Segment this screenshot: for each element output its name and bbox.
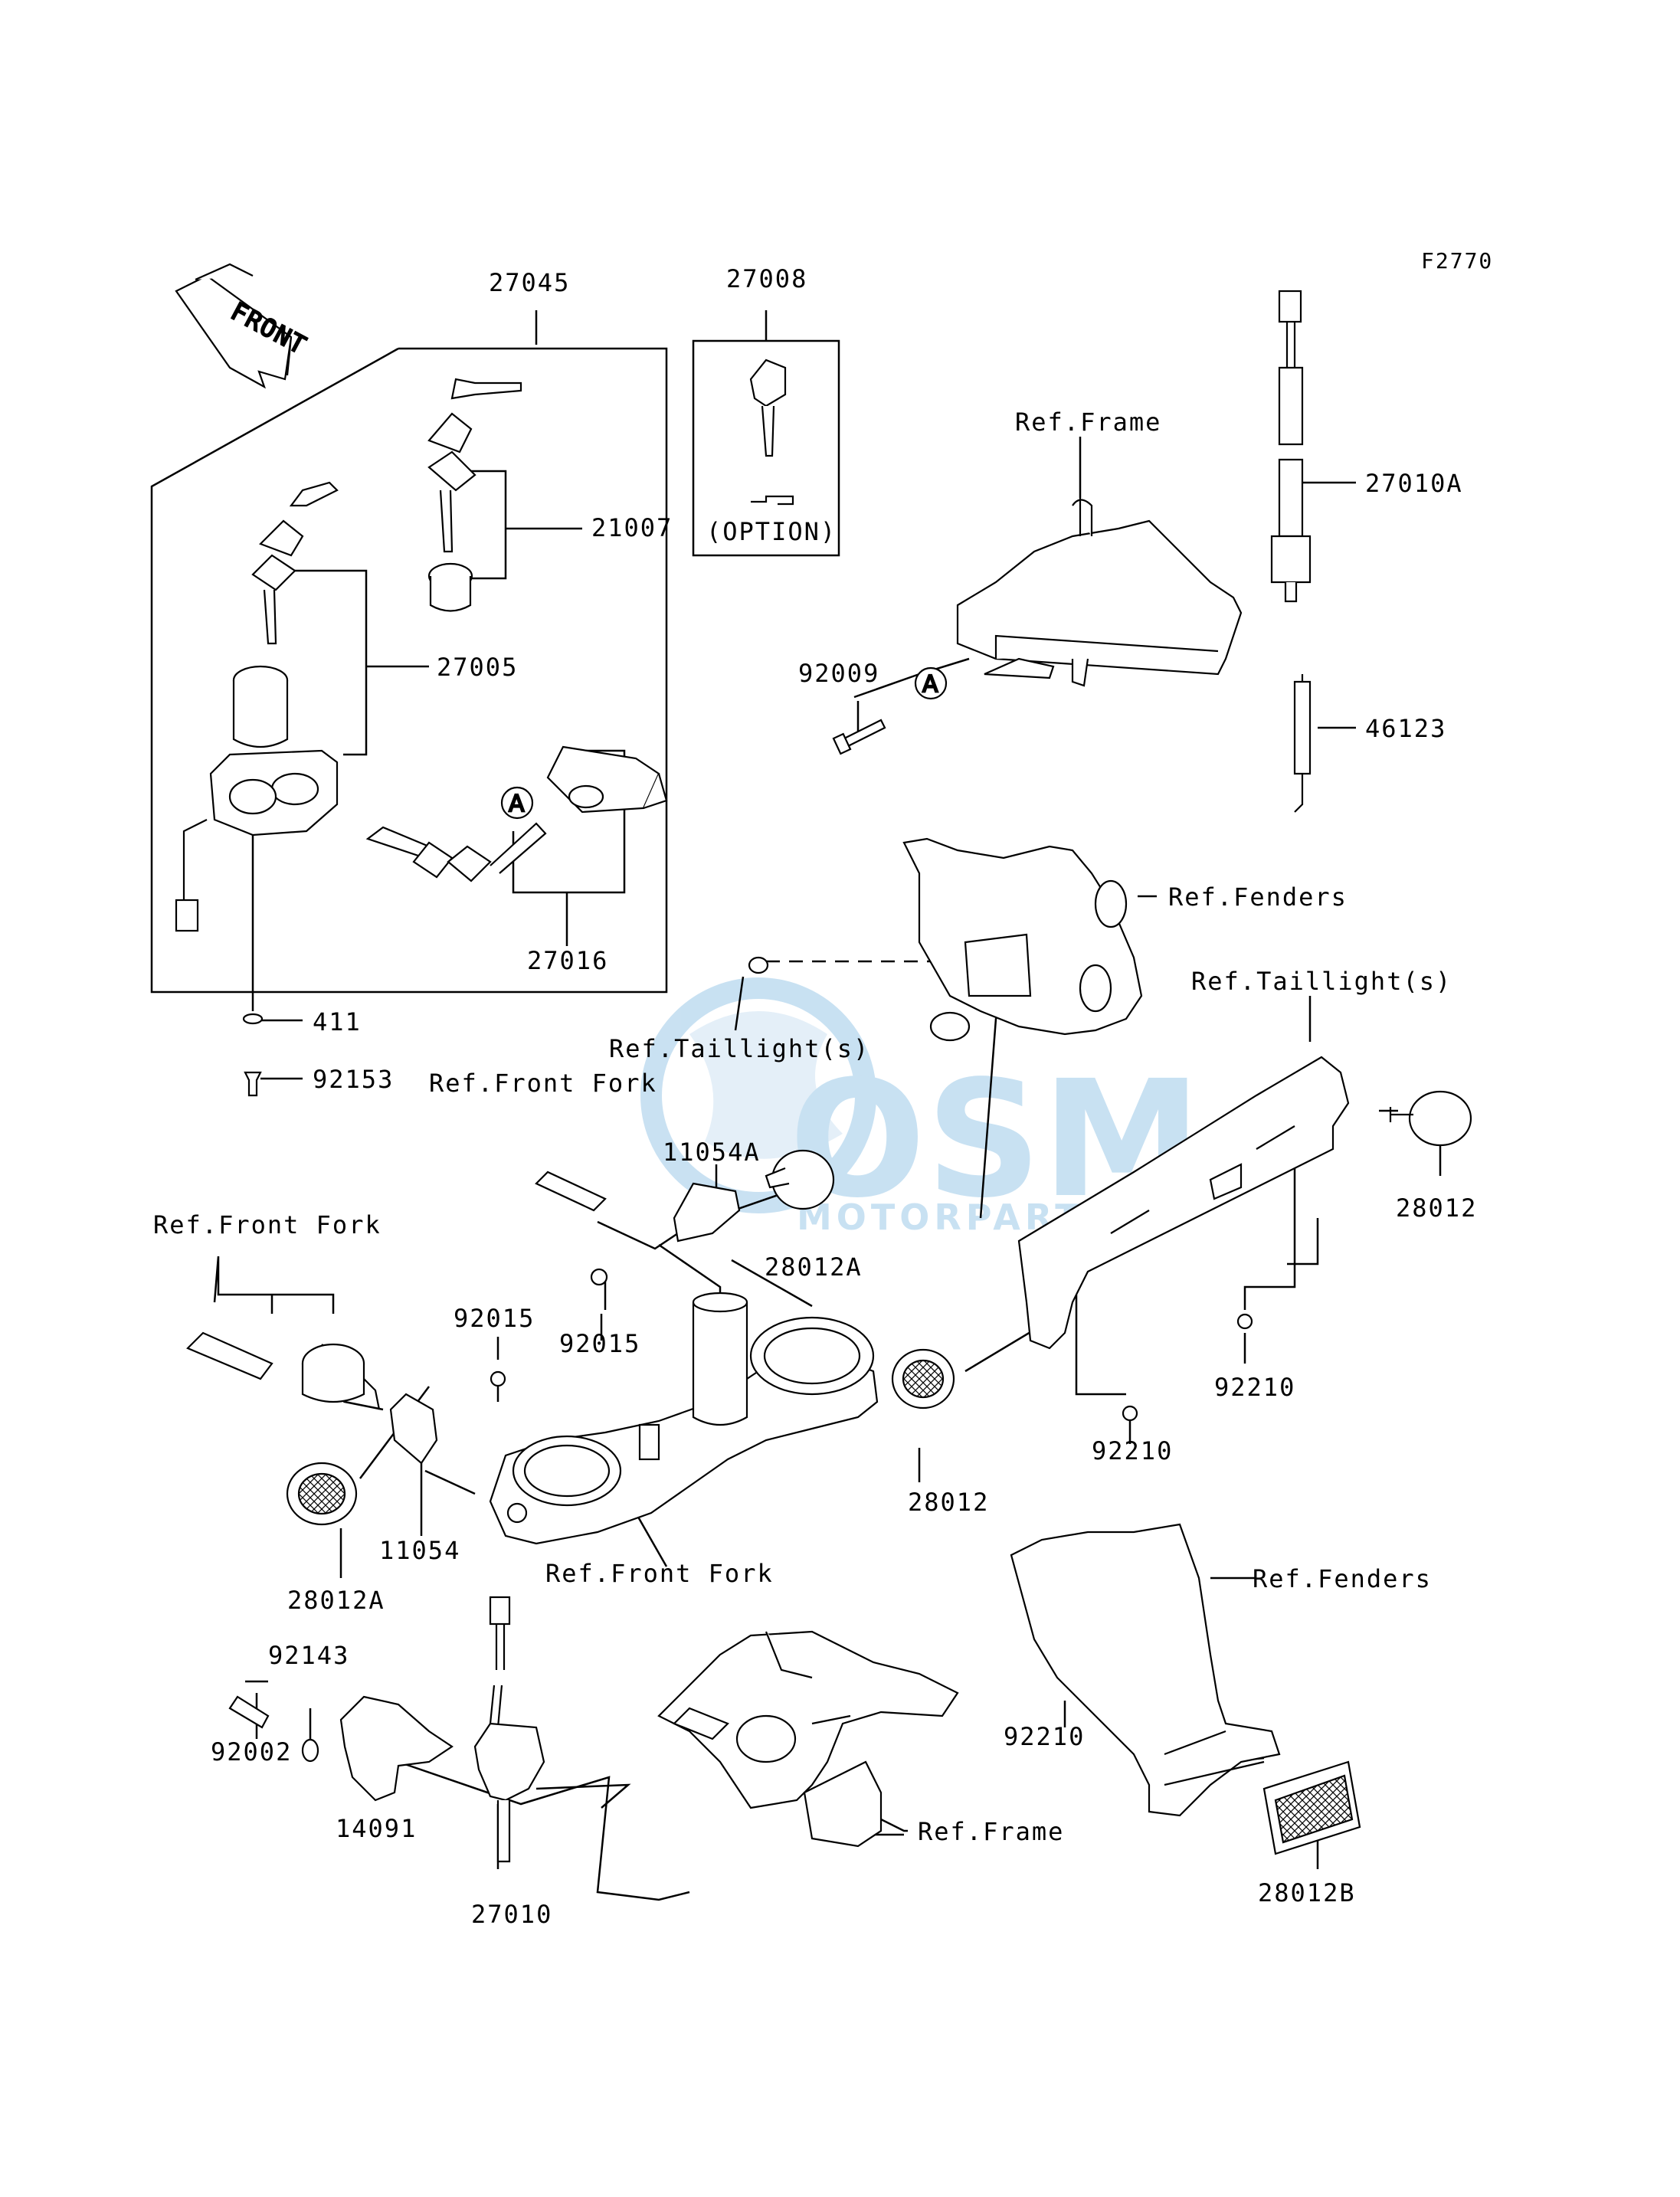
ref-fenders-bottom: Ref.Fenders xyxy=(1253,1564,1432,1593)
part-14091: 14091 xyxy=(336,1814,417,1843)
part-28012-right: 28012 xyxy=(1396,1193,1477,1223)
reflector-28012A-top xyxy=(765,1149,835,1210)
leader-lines xyxy=(150,310,1442,1901)
ref-front-fork-left: Ref.Front Fork xyxy=(153,1210,382,1239)
part-411: 411 xyxy=(313,1007,362,1036)
switch-27010A xyxy=(1270,290,1312,603)
part-46123: 46123 xyxy=(1365,714,1446,743)
part-27016: 27016 xyxy=(527,946,608,975)
part-27010: 27010 xyxy=(471,1900,552,1929)
part-11054: 11054 xyxy=(379,1536,460,1565)
ref-frame-bottom: Ref.Frame xyxy=(918,1817,1064,1846)
cover-14091 xyxy=(339,1695,454,1802)
part-92210-c: 92210 xyxy=(1004,1722,1085,1751)
bracket-11054A xyxy=(673,1182,741,1243)
key-27008 xyxy=(749,359,794,506)
front-arrow: FRONT xyxy=(175,263,313,389)
reflector-28012-mid xyxy=(891,1348,955,1410)
spring-46123 xyxy=(1293,674,1312,813)
diagram-code: F2770 xyxy=(1421,248,1493,273)
washer-92143 xyxy=(301,1738,319,1763)
seat-lock-27016 xyxy=(365,745,668,882)
option-label: (OPTION) xyxy=(706,517,837,546)
ref-taillight-right: Ref.Taillight(s) xyxy=(1191,967,1452,996)
reflector-28012-right xyxy=(1389,1090,1472,1147)
part-27010A: 27010A xyxy=(1365,469,1463,498)
part-92153: 92153 xyxy=(313,1065,394,1094)
part-92002: 92002 xyxy=(211,1737,292,1766)
ref-front-fork-top: Ref.Front Fork xyxy=(429,1069,657,1098)
marker-a-left-label: A xyxy=(509,791,525,817)
ref-fenders-top: Ref.Fenders xyxy=(1168,882,1348,912)
bolt-92002 xyxy=(228,1695,270,1729)
part-92015-a: 92015 xyxy=(454,1304,535,1333)
switch-27010 xyxy=(473,1596,545,1863)
part-92210-a: 92210 xyxy=(1214,1373,1295,1402)
marker-a-left: A xyxy=(500,786,534,820)
ref-taillight-left: Ref.Taillight(s) xyxy=(609,1034,869,1063)
part-11054A: 11054A xyxy=(663,1138,761,1167)
part-27005: 27005 xyxy=(437,653,518,682)
taillight-bracket xyxy=(1017,1056,1350,1350)
part-92015-b: 92015 xyxy=(559,1329,640,1358)
fender-bottom xyxy=(1010,1523,1281,1817)
keys-27005 xyxy=(251,481,339,645)
labels: F2770 27045 27008 (OPTION) 21007 27005 2… xyxy=(153,248,1493,1929)
reflector-28012B xyxy=(1262,1760,1361,1855)
marker-a-right: A xyxy=(914,666,948,700)
fender-top xyxy=(902,837,1143,1042)
marker-a-right-label: A xyxy=(922,671,938,698)
part-28012B: 28012B xyxy=(1258,1878,1356,1907)
part-drawings: FRONT xyxy=(175,263,1472,1863)
part-27045: 27045 xyxy=(489,268,570,297)
nuts xyxy=(242,956,1253,1671)
part-21007: 21007 xyxy=(591,513,673,542)
part-28012-mid: 28012 xyxy=(908,1488,989,1517)
frame-bracket-top xyxy=(956,498,1243,687)
part-28012A-top: 28012A xyxy=(765,1252,863,1282)
part-92009: 92009 xyxy=(798,659,879,688)
part-92210-b: 92210 xyxy=(1092,1436,1173,1465)
screw-92009 xyxy=(832,719,886,755)
frame-bracket-bottom xyxy=(657,1630,959,1848)
bracket-11054 xyxy=(389,1393,438,1465)
ref-front-fork-bottom: Ref.Front Fork xyxy=(545,1559,774,1588)
bolt-front-fork-top xyxy=(535,1171,607,1212)
ignition-switch-27005 xyxy=(175,665,339,932)
part-92143: 92143 xyxy=(268,1641,349,1670)
reflector-28012A-bottom xyxy=(286,1462,358,1526)
bolt-front-fork-left xyxy=(186,1331,381,1410)
ref-frame-top: Ref.Frame xyxy=(1015,408,1161,437)
part-27008: 27008 xyxy=(726,264,807,293)
part-28012A-bottom: 28012A xyxy=(287,1586,385,1615)
keys-21007 xyxy=(427,378,522,612)
triple-clamp xyxy=(489,1292,879,1545)
